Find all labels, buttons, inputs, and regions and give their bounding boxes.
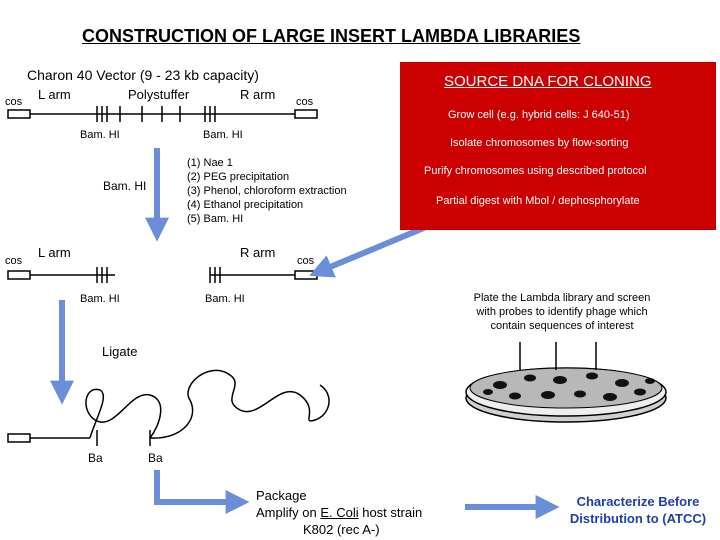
step-4: (4) Ethanol precipitation bbox=[187, 199, 304, 211]
ba-right-label: Ba bbox=[148, 451, 163, 465]
cos-right-label: cos bbox=[296, 96, 314, 108]
bamhi-left-label: Bam. HI bbox=[80, 129, 120, 141]
bamhi-right-label: Bam. HI bbox=[203, 129, 243, 141]
source-step-1: Grow cell (e.g. hybrid cells: J 640-51) bbox=[448, 109, 630, 121]
source-dna-box: SOURCE DNA FOR CLONING Grow cell (e.g. h… bbox=[400, 62, 716, 230]
plate-line-1: Plate the Lambda library and screen bbox=[473, 292, 651, 304]
bamhi-center-label: Bam. HI bbox=[103, 179, 147, 193]
cos-left-box bbox=[7, 109, 31, 119]
digested-bamhi-right: Bam. HI bbox=[205, 293, 245, 305]
characterize-text: Characterize Before Distribution to (ATC… bbox=[558, 493, 718, 527]
cos-left-label: cos bbox=[5, 96, 23, 108]
cos-right-box bbox=[294, 109, 318, 119]
page-title: CONSTRUCTION OF LARGE INSERT LAMBDA LIBR… bbox=[82, 26, 581, 46]
ecoli-label: E. Coli bbox=[320, 505, 359, 520]
step-2: (2) PEG precipitation bbox=[187, 171, 290, 183]
characterize-line-1: Characterize Before bbox=[576, 494, 700, 509]
characterize-line-2: Distribution to (ATCC) bbox=[569, 511, 707, 526]
digested-cos-right: cos bbox=[297, 255, 315, 267]
ligated-molecule bbox=[7, 369, 330, 446]
petri-dish bbox=[465, 342, 667, 423]
polystuffer-label: Polystuffer bbox=[128, 87, 190, 102]
step-5: (5) Bam. HI bbox=[187, 213, 244, 225]
ligate-label: Ligate bbox=[102, 344, 138, 359]
plate-line-3: contain sequences of interest bbox=[490, 320, 634, 332]
digested-l-arm: L arm bbox=[38, 245, 71, 260]
package-line-2-post: host strain bbox=[358, 505, 423, 520]
plate-text: Plate the Lambda library and screen with… bbox=[440, 291, 684, 333]
package-arrow bbox=[154, 470, 250, 514]
source-step-4: Partial digest with Mbol / dephosphoryla… bbox=[436, 195, 640, 207]
source-heading: SOURCE DNA FOR CLONING bbox=[444, 73, 652, 90]
source-step-3: Purify chromosomes using described proto… bbox=[424, 165, 647, 177]
package-line-1: Package bbox=[256, 488, 307, 503]
source-step-2: Isolate chromosomes by flow-sorting bbox=[450, 137, 629, 149]
r-arm-label: R arm bbox=[240, 87, 276, 102]
step-1: (1) Nae 1 bbox=[187, 157, 233, 169]
package-text: Package Amplify on E. Coli host strain K… bbox=[256, 487, 422, 538]
insert-dna-squiggle bbox=[149, 369, 330, 439]
digested-arms bbox=[7, 267, 318, 283]
vector-heading: Charon 40 Vector (9 - 23 kb capacity) bbox=[27, 67, 259, 83]
plate-line-2: with probes to identify phage which bbox=[476, 306, 648, 318]
package-line-2: Amplify on E. Coli host strain bbox=[256, 504, 422, 521]
package-line-2-pre: Amplify on bbox=[256, 505, 321, 520]
step-3: (3) Phenol, chloroform extraction bbox=[187, 185, 347, 197]
digested-bamhi-left: Bam. HI bbox=[80, 293, 120, 305]
intact-vector bbox=[7, 106, 318, 122]
package-line-3: K802 (rec A-) bbox=[303, 522, 380, 537]
digested-r-arm: R arm bbox=[240, 245, 276, 260]
digested-cos-left: cos bbox=[5, 255, 23, 267]
l-arm-label: L arm bbox=[38, 87, 71, 102]
ba-left-label: Ba bbox=[88, 451, 103, 465]
